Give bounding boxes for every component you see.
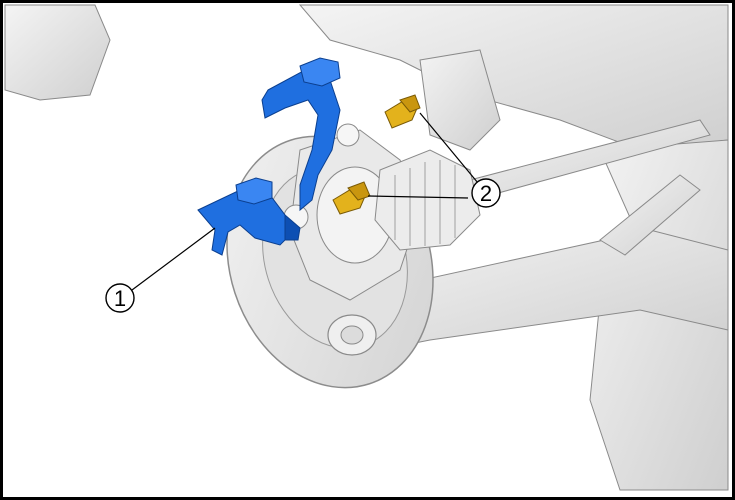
caliper-bracket-bolt-lower — [332, 181, 371, 215]
upper-bracket-guide-pin — [299, 57, 341, 87]
leader-line-1 — [131, 227, 216, 291]
leader-line-2-lower — [367, 195, 469, 199]
stabilizer-link — [599, 174, 701, 256]
callout-2: 2 — [471, 178, 501, 208]
upper-frame — [298, 4, 729, 151]
upper-bracket-half — [261, 69, 341, 212]
ball-joint — [327, 314, 377, 356]
left-housing — [4, 4, 111, 101]
callout-number-1: 1 — [114, 286, 126, 311]
brake-caliper-bracket — [197, 57, 341, 256]
callout-1: 1 — [105, 283, 135, 313]
lower-bracket-guide-pin — [235, 177, 273, 205]
background-chassis — [4, 4, 729, 491]
leader-lines — [131, 112, 479, 291]
leader-line-2-upper — [419, 112, 479, 184]
callout-number-2: 2 — [480, 181, 492, 206]
caliper-bracket-bolt-upper — [384, 94, 421, 129]
drive-shaft-boot — [374, 149, 481, 251]
